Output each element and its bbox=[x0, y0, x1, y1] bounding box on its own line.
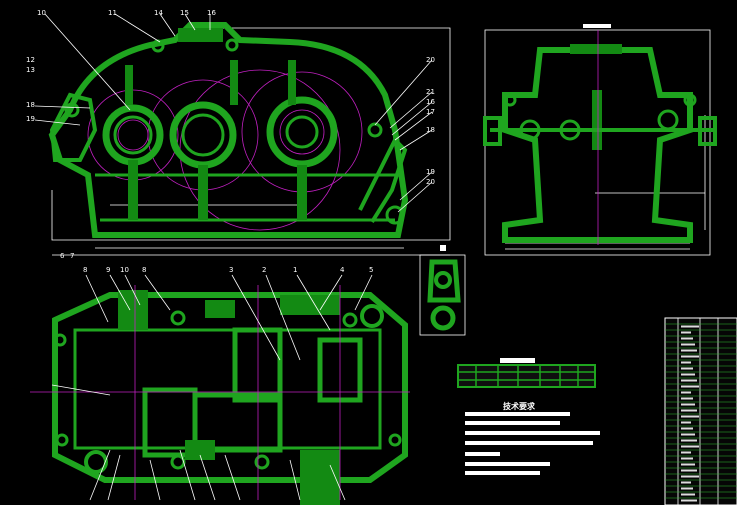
parts-list-entry bbox=[681, 475, 699, 478]
balloon-front-5: 16 bbox=[207, 9, 216, 17]
balloon-front-12: 16 bbox=[426, 98, 435, 106]
balloon-plan-2: 9 bbox=[106, 266, 110, 274]
parts-list-entry bbox=[681, 355, 699, 358]
requirement-line bbox=[465, 412, 570, 416]
parts-list-entry bbox=[681, 415, 699, 418]
balloon-front-11: 21 bbox=[426, 88, 435, 96]
parts-list-entry bbox=[681, 445, 699, 448]
front-view: 10 11 14 15 16 12 13 18 19 20 21 16 17 1… bbox=[26, 9, 451, 256]
requirement-line bbox=[465, 462, 550, 466]
balloon-plan-8: 4 bbox=[340, 266, 345, 274]
requirement-line bbox=[465, 441, 593, 445]
parts-list-entry bbox=[681, 463, 695, 466]
balloon-front-6: 12 bbox=[26, 56, 35, 64]
balloon-plan-11: 7 bbox=[70, 252, 74, 260]
requirement-line bbox=[465, 431, 600, 435]
parts-list-entry bbox=[681, 367, 693, 370]
balloon-front-16: 20 bbox=[426, 178, 435, 186]
parts-list-entry bbox=[681, 421, 691, 424]
parts-list-entry bbox=[681, 343, 695, 346]
requirement-line bbox=[465, 471, 540, 475]
balloon-plan-10: 6 bbox=[60, 252, 65, 260]
technical-requirements: 技术要求 bbox=[465, 401, 600, 475]
parts-list-entry bbox=[681, 427, 693, 430]
parts-list-entry bbox=[681, 487, 693, 490]
balloon-front-1: 10 bbox=[37, 9, 46, 17]
parts-list-entry bbox=[681, 457, 693, 460]
parts-list-entry bbox=[681, 433, 695, 436]
parts-list-entry bbox=[681, 361, 691, 364]
parts-list-entry bbox=[681, 325, 699, 328]
balloon-front-8: 18 bbox=[26, 101, 35, 109]
plan-view: 8 9 10 8 3 2 1 4 5 6 7 bbox=[30, 252, 410, 505]
parts-list-entry bbox=[681, 337, 693, 340]
tech-requirements-title: 技术要求 bbox=[503, 401, 536, 411]
parts-list-entry bbox=[681, 331, 691, 334]
balloon-plan-7: 1 bbox=[293, 266, 297, 274]
parts-list-entry bbox=[681, 403, 695, 406]
parts-list-entry bbox=[681, 481, 691, 484]
parts-list-entry bbox=[681, 373, 695, 376]
parts-list-entry bbox=[681, 451, 691, 454]
side-view bbox=[483, 24, 717, 256]
balloon-plan-6: 2 bbox=[262, 266, 266, 274]
requirement-line bbox=[465, 421, 560, 425]
parts-list-entry bbox=[681, 379, 697, 382]
balloon-plan-5: 3 bbox=[229, 266, 233, 274]
gear-parameter-table bbox=[457, 358, 596, 388]
balloon-front-4: 15 bbox=[180, 9, 189, 17]
parts-list-entry bbox=[681, 385, 699, 388]
balloon-plan-1: 8 bbox=[83, 266, 87, 274]
parts-list-entry bbox=[681, 349, 697, 352]
balloon-front-9: 19 bbox=[26, 115, 35, 123]
balloon-front-15: 19 bbox=[426, 168, 435, 176]
balloon-front-7: 13 bbox=[26, 66, 35, 74]
parts-list-entry bbox=[681, 499, 697, 502]
parts-list-entry bbox=[681, 409, 697, 412]
requirement-line bbox=[465, 452, 500, 456]
parts-list-entry bbox=[681, 397, 693, 400]
balloon-front-10: 20 bbox=[426, 56, 435, 64]
balloon-plan-4: 8 bbox=[142, 266, 146, 274]
parts-list-entry bbox=[681, 469, 697, 472]
balloon-front-14: 18 bbox=[426, 126, 435, 134]
title-block bbox=[664, 317, 737, 505]
balloon-front-2: 11 bbox=[108, 9, 117, 17]
parts-list-entry bbox=[681, 493, 695, 496]
balloon-front-3: 14 bbox=[154, 9, 163, 17]
parts-list-entry bbox=[681, 439, 697, 442]
parts-list-entry bbox=[681, 391, 691, 394]
balloon-front-13: 17 bbox=[426, 108, 435, 116]
balloon-plan-3: 10 bbox=[120, 266, 129, 274]
balloon-plan-9: 5 bbox=[369, 266, 373, 274]
detail-view bbox=[419, 245, 466, 336]
